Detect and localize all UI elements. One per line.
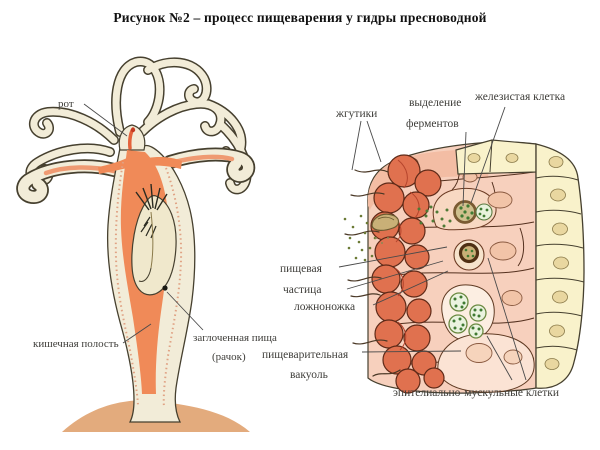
label-intestinal-cavity: кишечная полость [33,338,119,350]
label-glandular-cell: железистая клетка [474,91,565,103]
label-epithelial-muscular-cells: эпителиально-мускульные клетки [393,387,559,399]
digestive-vacuoles [448,292,487,339]
body-wall-stipple [114,161,183,409]
label-enzyme-secretion-1: выделение [409,97,461,109]
cell-labels: жгутики выделение ферментов железистая к… [262,91,565,399]
label-pseudopod: ложноножка [294,301,355,313]
label-food-particle-2: частица [283,284,321,296]
label-swallowed-food: заглоченная пища [193,332,277,344]
label-swallowed-food-2: (рачок) [212,351,246,363]
swallowed-crustacean [131,183,177,296]
label-flagella: жгутики [335,108,377,120]
label-food-particle-1: пищевая [280,263,323,275]
crustacean-legs [140,216,157,239]
enzyme-dots-cavity [343,214,377,262]
crustacean-antennae [135,183,168,211]
hydra-arms [16,147,256,205]
mouth-dome [118,124,146,151]
yellow-cell-column [535,143,585,389]
figure-title: Рисунок №2 – процесс пищеварения у гидры… [113,10,487,25]
hydra-labels: рот кишечная полость заглоченная пища (р… [33,98,277,363]
yellow-top-cells [455,139,537,175]
crustacean-eye [162,285,168,291]
food-particle-engulfed [453,239,485,271]
hydra-diagram: рот кишечная полость заглоченная пища (р… [16,56,277,432]
cell-leader-lines [338,106,527,381]
food-particle-free [371,213,400,244]
label-mouth: рот [58,98,74,110]
enzyme-vesicles-upper [453,200,493,224]
flagella-squiggles [344,169,401,377]
cell-diagram: жгутики выделение ферментов железистая к… [262,91,585,399]
label-digestive-vacuole-1: пищеварительная [262,349,349,361]
label-enzyme-secretion-2: ферментов [406,118,459,130]
enzyme-dots-on-cells [417,205,452,228]
epithelial-cell-pale [437,333,535,393]
label-digestive-vacuole-2: вакуоль [290,369,328,381]
